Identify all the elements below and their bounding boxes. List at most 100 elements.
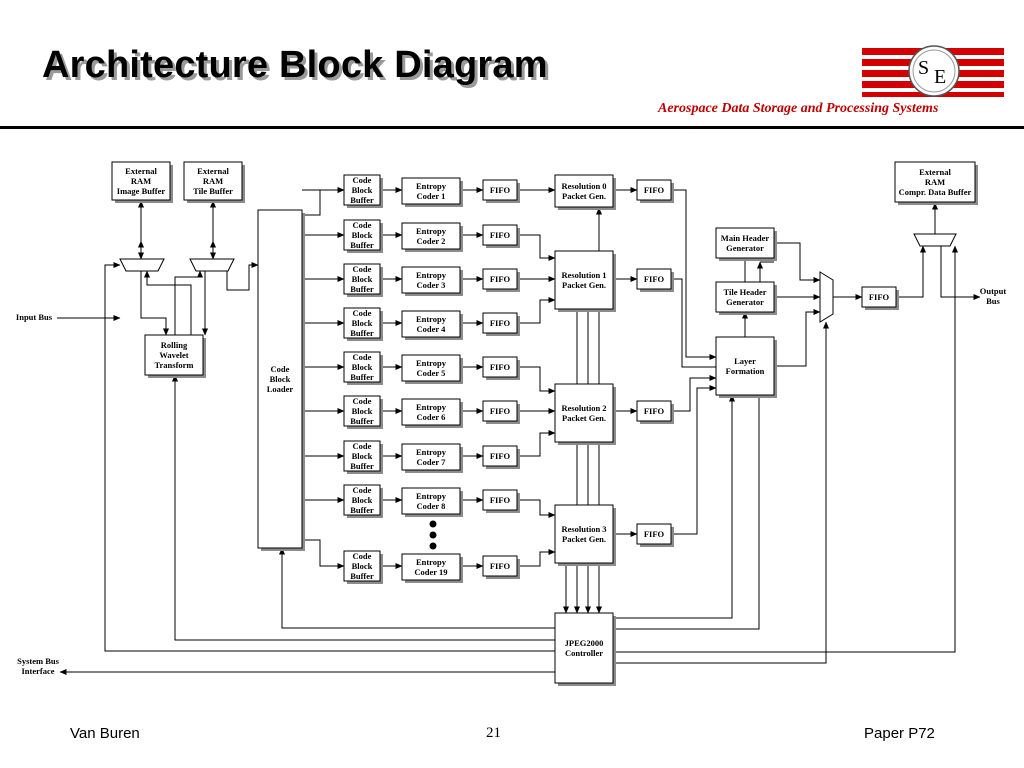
fifo-9-line: FIFO (490, 561, 511, 571)
fifo-1-line: FIFO (490, 185, 511, 195)
layer-formation-line: Formation (726, 366, 765, 376)
tile-header-generator-line: Generator (726, 297, 764, 307)
company-logo: S E (862, 45, 1004, 97)
output-fifo: FIFO (861, 286, 899, 310)
layer-formation-line: Layer (734, 356, 756, 366)
code-block-loader-line: Block (270, 374, 291, 384)
resolution-1-packet-gen-line: Resolution 1 (561, 270, 606, 280)
loader-to-buffer-9 (302, 539, 345, 570)
controller-to-output-mux (613, 321, 830, 664)
resolution-3-packet-gen-line: Resolution 3 (561, 524, 606, 534)
code-block-buffer-3-line: Code (353, 264, 372, 274)
main-header-to-mux (774, 242, 821, 284)
code-block-buffer-7-line: Buffer (350, 461, 374, 471)
code-block-loader-line: Code (271, 364, 290, 374)
compr-mux-to-output (940, 246, 981, 301)
entropy-coder-6-line: Coder 6 (417, 412, 446, 422)
code-block-buffer-6-line: Block (352, 406, 373, 416)
svg-text:Interface: Interface (21, 666, 54, 676)
code-block-loader-line: Loader (267, 384, 294, 394)
image-mux-to-rwt (140, 271, 170, 336)
ext-ram-tile-buffer-line: Tile Buffer (193, 186, 233, 196)
svg-text:Input Bus: Input Bus (16, 312, 53, 322)
svg-text:System Bus: System Bus (17, 656, 59, 666)
resolution-fifo-0-line: FIFO (644, 185, 665, 195)
fifo-5: FIFO (482, 356, 520, 380)
entropy-coder-5-line: Coder 5 (417, 368, 446, 378)
entropy-coder-8-line: Entropy (416, 491, 447, 501)
resolution-1-packet-gen-line: Packet Gen. (562, 280, 606, 290)
rolling-wavelet-transform-line: Transform (154, 360, 193, 370)
main-header-generator-line: Generator (726, 243, 764, 253)
fifo-1: FIFO (482, 179, 520, 203)
main-header-generator-line: Main Header (721, 233, 770, 243)
code-block-buffer-5-line: Buffer (350, 372, 374, 382)
jpeg2000-controller-line: Controller (565, 648, 603, 658)
loader-to-buffer-top (302, 186, 345, 216)
ext-ram-tile-buffer-line: RAM (203, 176, 223, 186)
code-block-buffer-1-line: Code (353, 175, 372, 185)
fifo-8-line: FIFO (490, 495, 511, 505)
fifo-7-line: FIFO (490, 451, 511, 461)
output-mux (819, 271, 834, 323)
controller-to-loader (278, 547, 555, 629)
resolution-2-packet-gen-line: Packet Gen. (562, 413, 606, 423)
res3-fifo-to-layer (671, 384, 717, 535)
res2-fifo-to-layer (671, 374, 717, 412)
code-block-buffer-2-line: Code (353, 220, 372, 230)
title-divider (0, 126, 1024, 129)
code-block-buffer-5-line: Block (352, 362, 373, 372)
code-block-buffer-7-line: Code (353, 441, 372, 451)
footer-paper-id: Paper P72 (864, 725, 935, 742)
rolling-wavelet-transform-line: Rolling (161, 340, 188, 350)
resolution-fifo-2-line: FIFO (644, 406, 665, 416)
layer-to-mux (774, 308, 821, 367)
resolution-fifo-3: FIFO (636, 523, 674, 547)
fifo19-to-res3 (517, 548, 556, 567)
code-block-buffer-4-line: Buffer (350, 328, 374, 338)
code-block-buffer-9-line: Buffer (350, 571, 374, 581)
fifo-to-compr-mux (896, 245, 927, 298)
output-fifo-line: FIFO (869, 292, 890, 302)
entropy-coder-2-line: Entropy (416, 226, 447, 236)
resolution-fifo-0: FIFO (636, 179, 674, 203)
res0-fifo-to-layer (671, 189, 717, 361)
code-block-buffer-7-line: Block (352, 451, 373, 461)
entropy-coder-1-line: Coder 1 (417, 191, 446, 201)
fifo-2: FIFO (482, 224, 520, 248)
code-block-buffer-2-line: Block (352, 230, 373, 240)
entropy-coder-9-line: Coder 19 (414, 567, 447, 577)
continuation-dot (429, 542, 437, 550)
jpeg2000-controller-line: JPEG2000 (565, 638, 604, 648)
entropy-coder-4-line: Entropy (416, 314, 447, 324)
resolution-fifo-1-line: FIFO (644, 274, 665, 284)
ext-ram-image-buffer-line: RAM (131, 176, 151, 186)
code-block-buffer-4-line: Block (352, 318, 373, 328)
entropy-coder-7-line: Entropy (416, 447, 447, 457)
fifo-3: FIFO (482, 268, 520, 292)
fifo-6: FIFO (482, 400, 520, 424)
